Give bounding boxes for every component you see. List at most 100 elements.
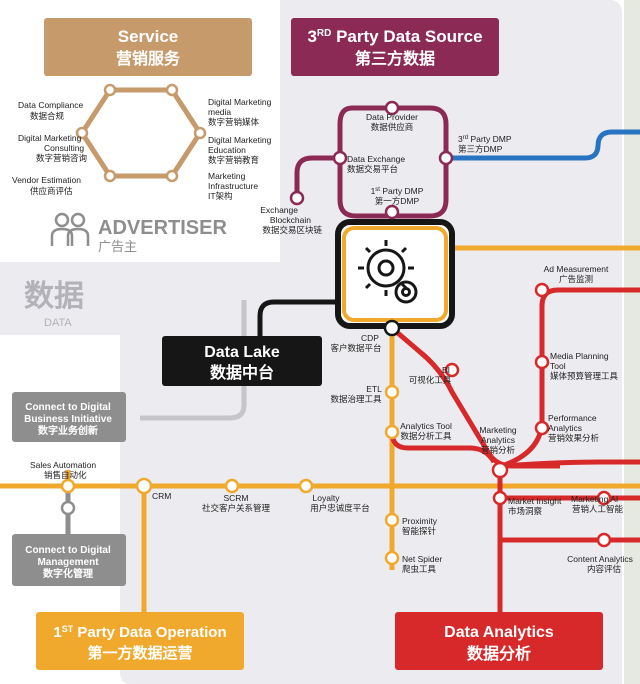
station-media-planning[interactable]: [534, 354, 550, 370]
service-item-consulting-cn: 数字营销咨询: [36, 153, 87, 163]
station-analytics-tool[interactable]: [384, 424, 400, 440]
data-lake-en: Data Lake: [204, 344, 280, 361]
connect-dbi-en2: Business Initiative: [24, 414, 112, 425]
service-item-consulting-en2: Consulting: [44, 143, 84, 153]
station-service-right: [193, 126, 207, 140]
label-market-insight-cn: 市场洞察: [508, 506, 543, 516]
label-marketing-ai-en: Marketing AI: [571, 494, 618, 504]
black-line: [257, 299, 340, 340]
third-party-title-cn: 第三方数据: [355, 49, 435, 68]
label-performance-cn: 营销效果分析: [548, 433, 600, 443]
label-content-analytics-en: Content Analytics: [567, 554, 633, 564]
station-bi[interactable]: [444, 362, 460, 378]
station-performance[interactable]: [534, 420, 550, 436]
station-first-party-dmp[interactable]: [384, 204, 400, 220]
service-item-vendor-cn: 供应商评估: [30, 186, 73, 196]
data-hub-inner: [342, 226, 448, 322]
label-sales-automation-cn: 销售自动化: [44, 470, 87, 480]
label-net-spider-cn: 爬虫工具: [402, 564, 437, 574]
red-analytics-line: [389, 431, 497, 464]
service-title-cn: 营销服务: [116, 49, 181, 68]
label-media-planning-cn: 媒体预算管理工具: [550, 371, 619, 381]
label-content-analytics-cn: 内容评估: [587, 564, 622, 574]
data-label-en: DATA: [44, 317, 72, 329]
connect-dm-cn: 数字化管理: [43, 567, 93, 580]
connect-dm-en: Connect to Digital: [25, 545, 111, 556]
connect-dbi-box: [12, 392, 126, 442]
station-blockchain[interactable]: [289, 190, 305, 206]
first-party-title-cn: 第一方数据运营: [87, 644, 192, 662]
third-party-title-en: 3RD Party Data Source: [307, 27, 482, 46]
label-proximity-cn: 智能探针: [402, 526, 437, 536]
station-service-tr: [165, 83, 179, 97]
station-marketing-analytics[interactable]: [491, 461, 509, 479]
first-party-title-en: 1ST Party Data Operation: [53, 624, 226, 641]
label-proximity-en: Proximity: [402, 516, 438, 526]
data-hub-box: [335, 219, 455, 329]
service-item-vendor-en: Vendor Estimation: [12, 175, 81, 185]
station-connect-dm[interactable]: [60, 500, 76, 516]
label-scrm-en: SCRM: [223, 493, 248, 503]
label-blockchain-en: Exchange: [260, 205, 298, 215]
data-label-cn: 数据: [24, 280, 84, 313]
station-marketing-ai[interactable]: [596, 490, 612, 506]
label-media-planning-en2: Tool: [550, 361, 566, 371]
service-item-infra-en: Marketing: [208, 171, 246, 181]
station-market-insight[interactable]: [492, 490, 508, 506]
advertiser-icon: [50, 212, 90, 246]
station-content-analytics[interactable]: [596, 532, 612, 548]
station-cdp[interactable]: [383, 319, 401, 337]
gear-icon: [358, 240, 418, 304]
label-first-dmp-cn: 第一方DMP: [375, 196, 420, 206]
data-lake-box: [162, 336, 322, 386]
grey-line-dbi: [140, 300, 247, 421]
label-cdp-en: CDP: [361, 333, 379, 343]
label-bi-en: BI: [442, 365, 450, 375]
station-ad-measurement[interactable]: [534, 282, 550, 298]
service-title-en: Service: [118, 27, 179, 46]
station-proximity[interactable]: [384, 512, 400, 528]
service-item-consulting-en: Digital Marketing: [18, 133, 82, 143]
label-sales-automation-en: Sales Automation: [30, 460, 96, 470]
label-crm-en: CRM: [152, 491, 171, 501]
label-first-dmp-en: 1st Party DMP: [371, 186, 424, 196]
label-data-provider-cn: 数据供应商: [371, 122, 414, 132]
station-service-bl: [103, 169, 117, 183]
label-marketing-analytics-cn: 营销分析: [481, 445, 516, 455]
service-item-education-cn: 数字营销教育: [208, 155, 259, 165]
label-etl-en: ETL: [366, 384, 382, 394]
station-net-spider[interactable]: [384, 550, 400, 566]
label-loyalty-en: Loyalty: [313, 493, 341, 503]
label-blockchain-cn: 数据交易区块链: [262, 225, 322, 235]
first-party-header-box: [36, 612, 244, 670]
label-market-insight-en: Market Insight: [508, 496, 562, 506]
label-cdp-cn: 客户数据平台: [330, 343, 381, 353]
station-scrm[interactable]: [224, 478, 240, 494]
connect-dm-box: [12, 534, 126, 586]
station-etl[interactable]: [384, 384, 400, 400]
label-loyalty-cn: 用户忠诚度平台: [310, 503, 370, 513]
third-party-header-box: [291, 18, 499, 76]
blockchain-branch-line: [294, 155, 340, 198]
label-marketing-ai-cn: 营销人工智能: [572, 504, 624, 514]
label-media-planning-en: Media Planning: [550, 351, 609, 361]
label-etl-cn: 数据治理工具: [330, 394, 382, 404]
station-data-provider[interactable]: [384, 100, 400, 116]
right-edge-panel: [624, 0, 640, 684]
label-marketing-analytics-en2: Analytics: [481, 435, 515, 445]
station-sales-automation[interactable]: [60, 478, 76, 494]
station-crm[interactable]: [135, 477, 153, 495]
label-third-dmp-cn: 第三方DMP: [458, 144, 503, 154]
station-third-party-dmp[interactable]: [438, 150, 454, 166]
service-item-infra-en2: Infrastructure: [208, 181, 258, 191]
advertiser-cn: 广告主: [98, 239, 137, 254]
label-scrm-cn: 社交客户关系管理: [202, 503, 271, 513]
third-party-loop-line: [337, 105, 449, 219]
label-analytics-tool-cn: 数据分析工具: [400, 431, 452, 441]
connect-dm-en2: Management: [37, 557, 99, 568]
station-data-exchange[interactable]: [332, 150, 348, 166]
connect-dbi-en: Connect to Digital: [25, 402, 111, 413]
connect-dbi-cn: 数字业务创新: [38, 424, 98, 437]
station-loyalty[interactable]: [298, 478, 314, 494]
